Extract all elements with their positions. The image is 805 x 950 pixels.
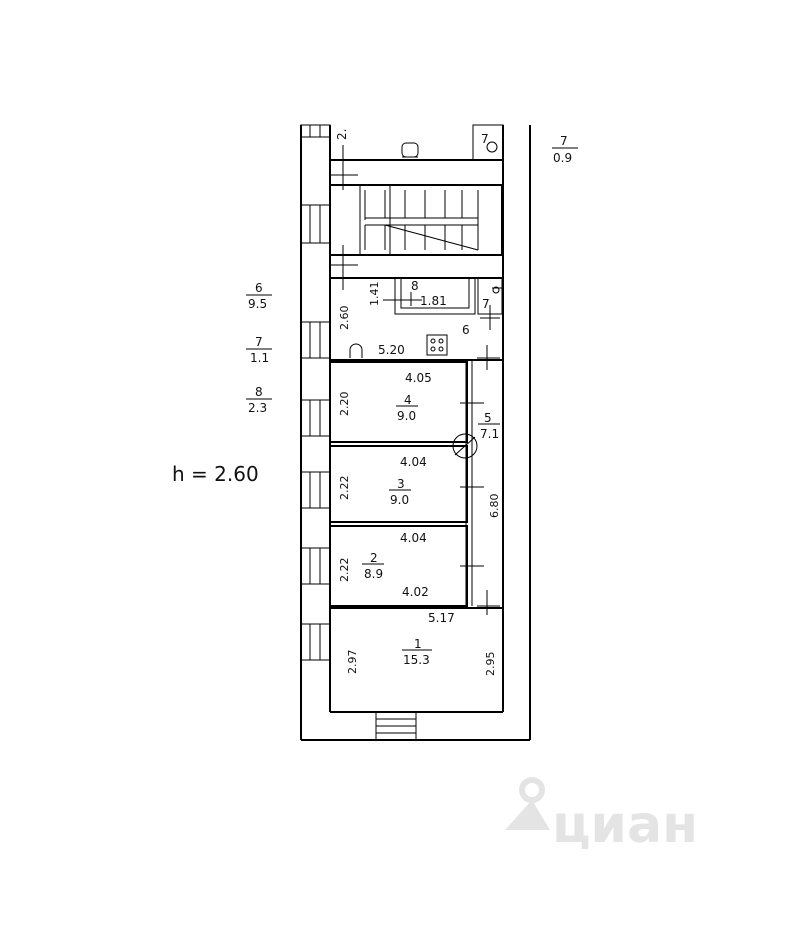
room-4-width: 4.05: [405, 371, 432, 385]
room-3: [329, 445, 468, 523]
room-5-area: 7.1: [480, 427, 499, 441]
room-5-corridor: [330, 359, 503, 615]
legend-area-8: 2.3: [248, 401, 267, 415]
staircase: [329, 184, 503, 290]
top-left-dimension: 2.: [335, 129, 349, 140]
room-4-number: 4: [404, 393, 412, 407]
room-4-area: 9.0: [397, 409, 416, 423]
entrance-steps: [375, 711, 417, 741]
room-3-height: 2.22: [338, 476, 351, 501]
room-7-number: 7: [482, 297, 490, 311]
room-2-height: 2.22: [338, 558, 351, 583]
room-6-kitchen: [330, 277, 503, 370]
room-5-number: 5: [484, 411, 492, 425]
room-2-width-bottom: 4.02: [402, 585, 429, 599]
room-2-width-top: 4.04: [400, 531, 427, 545]
legend-area-7: 1.1: [250, 351, 269, 365]
room-3-area: 9.0: [390, 493, 409, 507]
room-4-height: 2.20: [338, 392, 351, 417]
room-1-number: 1: [414, 637, 422, 651]
room-2: [329, 525, 468, 607]
room-8-width: 1.81: [420, 294, 447, 308]
watermark-text: циан: [552, 795, 698, 855]
room-1-height-right: 2.95: [484, 652, 497, 677]
watermark-logo: циан: [505, 777, 698, 855]
room-6-width: 5.20: [378, 343, 405, 357]
legend-area-6: 9.5: [248, 297, 267, 311]
room-legend: 6 9.5 7 1.1 8 2.3: [246, 281, 272, 415]
outside-room-area: 0.9: [553, 151, 572, 165]
room-2-area: 8.9: [364, 567, 383, 581]
ceiling-height-label: h = 2.60: [172, 462, 259, 486]
room-3-number: 3: [397, 477, 405, 491]
room-6-number: 6: [462, 323, 470, 337]
room-5-height: 6.80: [488, 494, 501, 519]
legend-num-8: 8: [255, 385, 263, 399]
room-4: [329, 361, 468, 443]
top-fragment: [330, 124, 504, 190]
room-2-number: 2: [370, 551, 378, 565]
room-1-width: 5.17: [428, 611, 455, 625]
room-3-width: 4.04: [400, 455, 427, 469]
legend-num-6: 6: [255, 281, 263, 295]
room-1-height-left: 2.97: [346, 650, 359, 675]
top-wc-label: 7: [481, 132, 489, 146]
windows: [300, 124, 331, 661]
room-6-height: 2.60: [338, 306, 351, 331]
room-8-height: 1.41: [368, 282, 381, 307]
room-8-number: 8: [411, 279, 419, 293]
legend-num-7: 7: [255, 335, 263, 349]
outside-room-number: 7: [560, 134, 568, 148]
room-1-area: 15.3: [403, 653, 430, 667]
